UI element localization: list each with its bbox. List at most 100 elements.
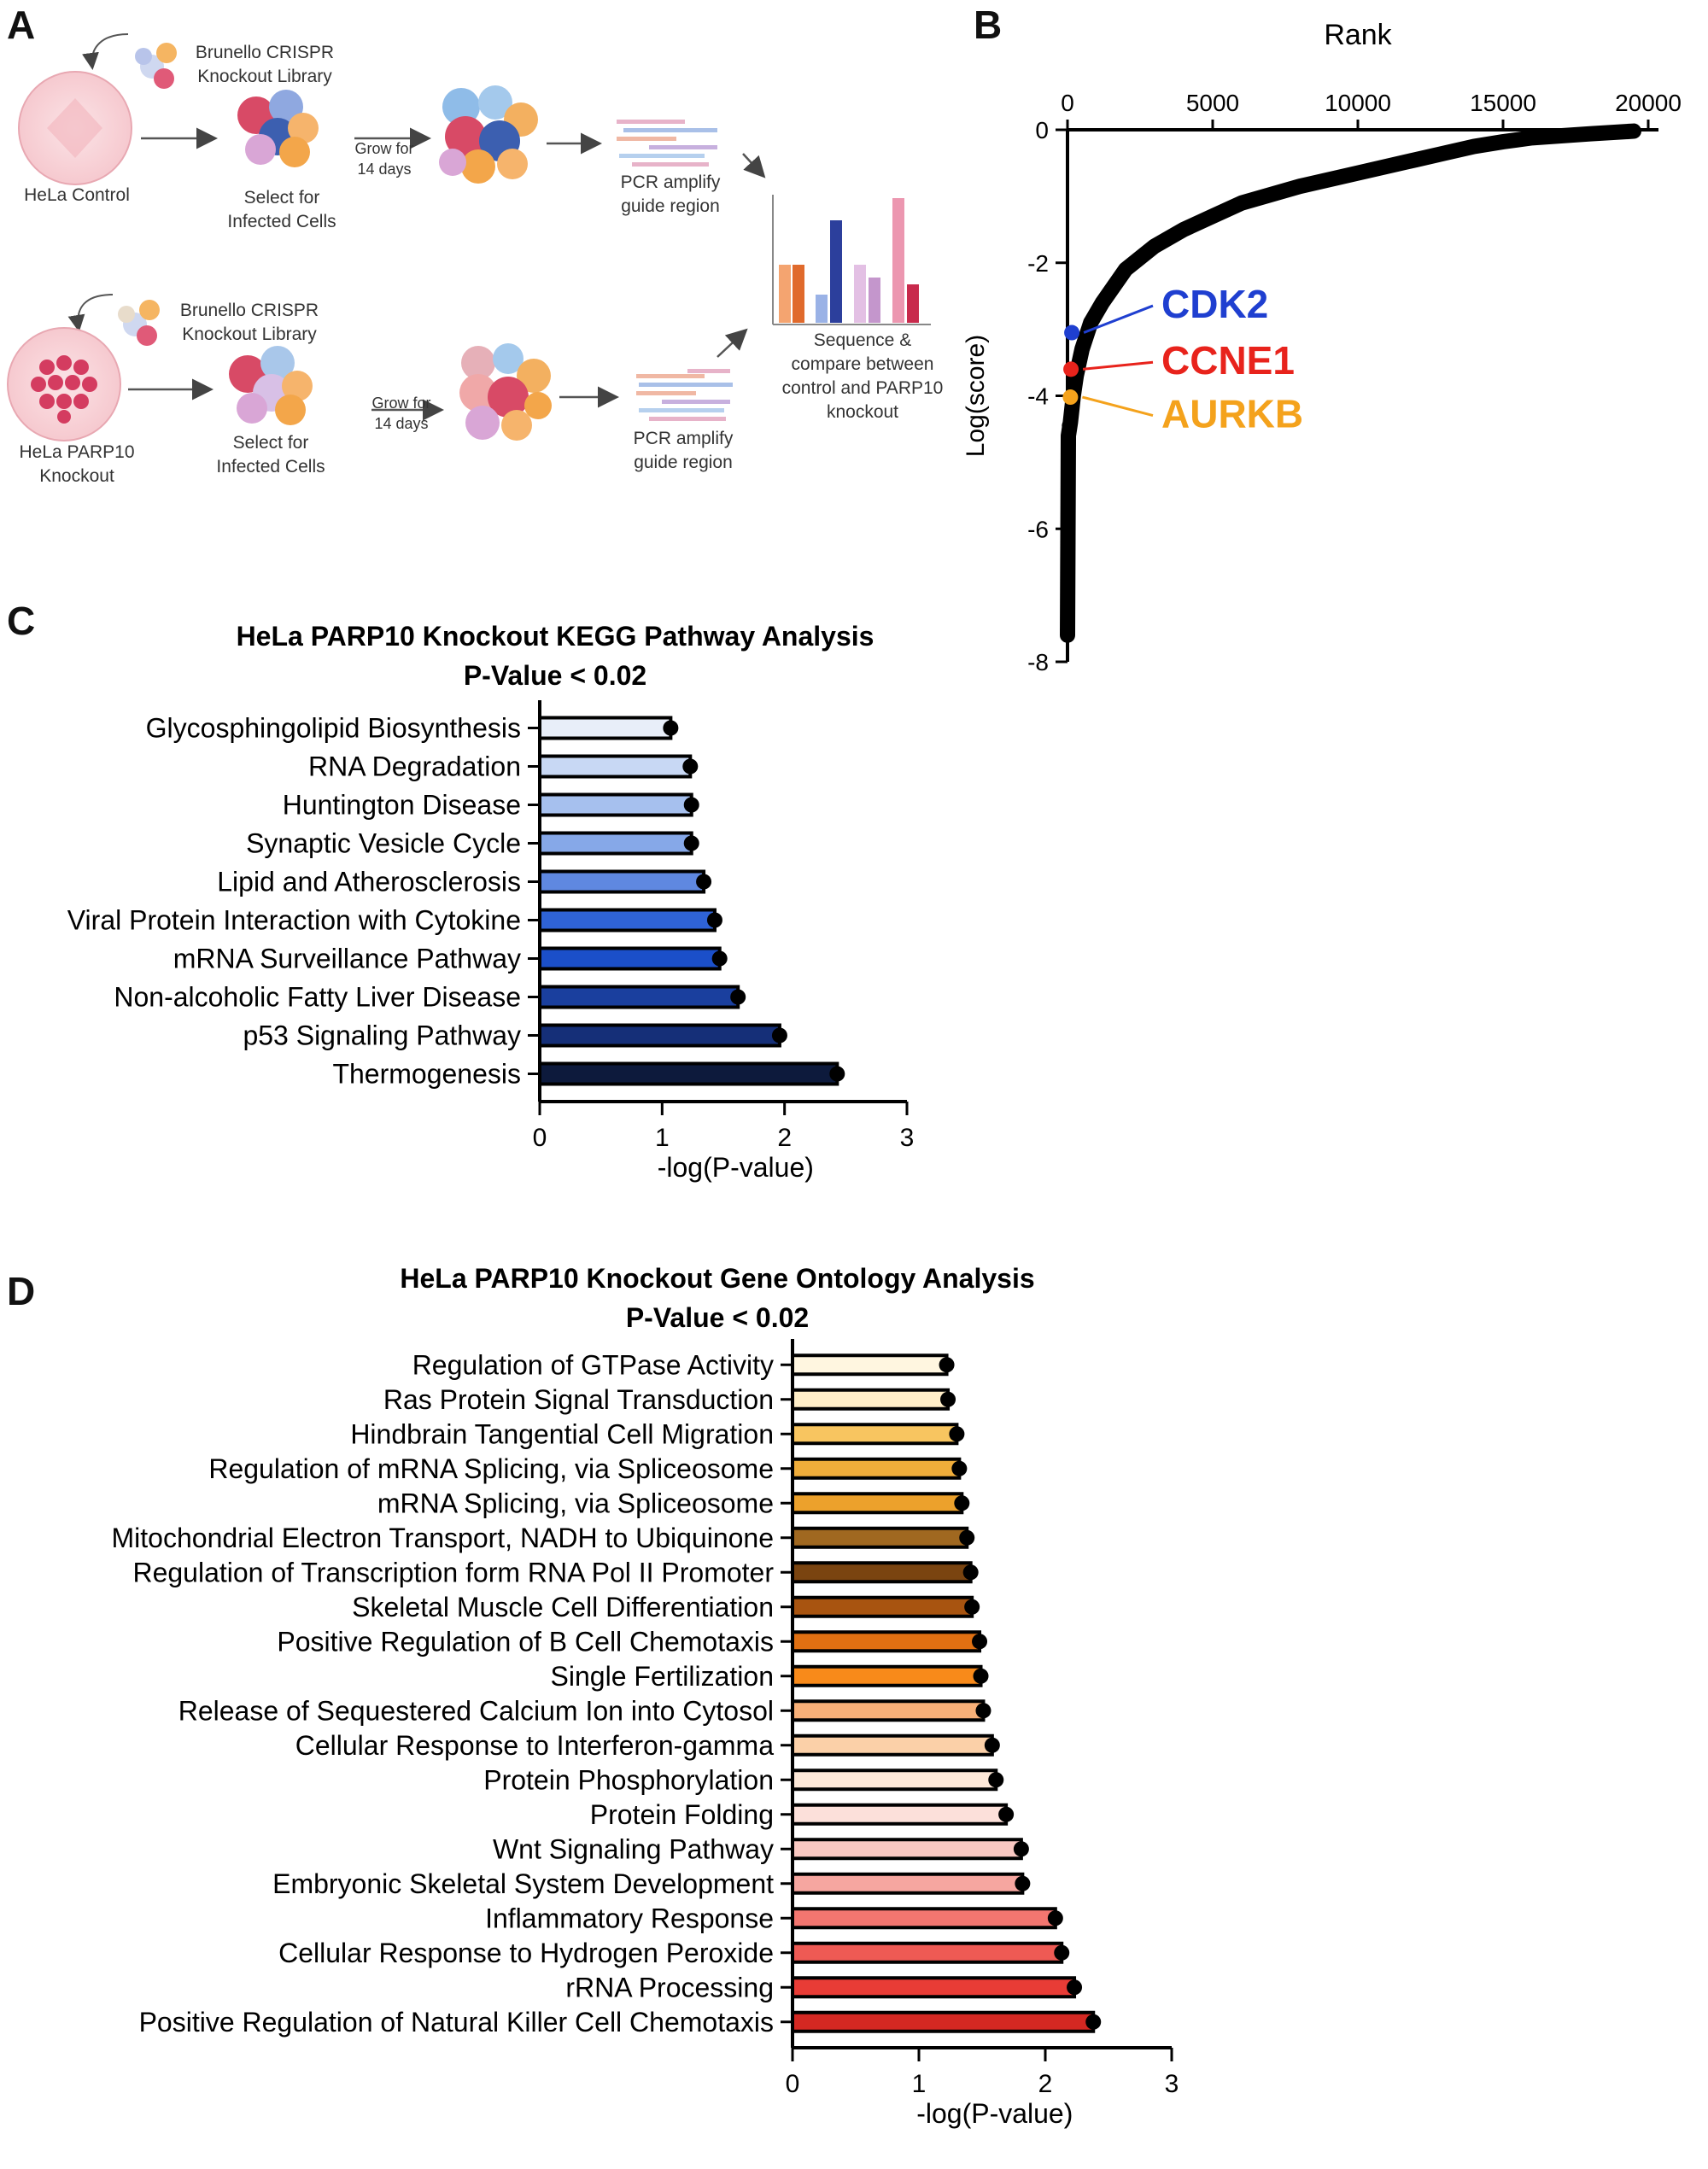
chart-d-bar-point <box>1054 1944 1070 1961</box>
chart-d-bar <box>791 1872 1025 1895</box>
chart-d-category-label: rRNA Processing <box>565 1972 774 2002</box>
chart-d-x-label: -log(P-value) <box>916 2098 1073 2129</box>
chart-c-x-tick-label: 0 <box>533 1124 547 1152</box>
chart-d-bar-point <box>959 1529 975 1546</box>
chart-b-highlight-leader-ccne1 <box>1082 360 1154 371</box>
chart-c-bar <box>538 908 717 932</box>
chart-d-bar <box>791 1803 1009 1826</box>
chart-c-bar <box>538 1061 839 1086</box>
bottom-arrow-4 <box>717 328 748 358</box>
chart-d-bar <box>791 1561 973 1584</box>
bottom-library-icon <box>118 300 160 346</box>
chart-d-bar <box>791 2010 1096 2033</box>
chart-c-bar-point <box>682 758 699 775</box>
bottom-pcr-label: PCR amplify guide region <box>633 429 734 472</box>
chart-c-x-tick-label: 1 <box>655 1124 670 1152</box>
chart-b-y-label: Log(score) <box>962 335 990 457</box>
go-bar-chart: HeLa PARP10 Knockout Gene Ontology Analy… <box>112 1263 1179 2129</box>
chart-d-bar <box>791 1838 1023 1861</box>
chart-d-category-label: Cellular Response to Hydrogen Peroxide <box>278 1938 774 1968</box>
chart-d-category-label: Mitochondrial Electron Transport, NADH t… <box>112 1523 774 1553</box>
chart-c-category-label: Huntington Disease <box>283 790 521 821</box>
chart-b-highlight-point-ccne1 <box>1063 361 1079 377</box>
kegg-bar-chart: HeLa PARP10 Knockout KEGG Pathway Analys… <box>67 621 915 1183</box>
chart-c-bar-point <box>829 1066 845 1082</box>
chart-d-category-label: Positive Regulation of Natural Killer Ce… <box>139 2007 774 2037</box>
chart-c-bar <box>538 946 722 971</box>
bottom-select-label: Select for Infected Cells <box>216 433 325 476</box>
chart-c-bar <box>538 1023 781 1048</box>
chart-d-bar-point <box>1015 1875 1031 1891</box>
chart-d-title-line: P-Value < 0.02 <box>626 1302 809 1333</box>
chart-c-title-line: P-Value < 0.02 <box>464 660 646 691</box>
chart-c-bar <box>538 716 673 740</box>
chart-c-title-line: HeLa PARP10 Knockout KEGG Pathway Analys… <box>237 621 874 652</box>
chart-b-x-tick-label: 15000 <box>1470 90 1536 116</box>
top-dish-label: HeLa Control <box>24 185 130 205</box>
chart-b-gene-point <box>1062 418 1076 433</box>
chart-d-bar <box>791 1941 1064 1964</box>
chart-d-bar-point <box>954 1495 970 1511</box>
chart-c-bar-point <box>683 835 699 851</box>
chart-c-category-label: Viral Protein Interaction with Cytokine <box>67 905 521 936</box>
chart-d-category-label: Protein Phosphorylation <box>483 1764 774 1795</box>
chart-b-x-tick-label: 0 <box>1061 90 1074 116</box>
chart-b-highlight-point-cdk2 <box>1064 324 1080 341</box>
top-select-label: Select for Infected Cells <box>227 188 336 231</box>
chart-d-category-label: Regulation of GTPase Activity <box>412 1349 774 1380</box>
chart-c-bar-point <box>663 720 679 736</box>
chart-c-category-label: Synaptic Vesicle Cycle <box>246 828 521 859</box>
chart-d-category-label: Skeletal Muscle Cell Differentiation <box>352 1592 774 1622</box>
top-grow-label: Grow for 14 days <box>354 140 414 178</box>
chart-c-bar-point <box>730 989 746 1005</box>
chart-b-gene-point <box>1061 628 1074 642</box>
chart-d-bar <box>791 1526 969 1549</box>
chart-d-title-line: HeLa PARP10 Knockout Gene Ontology Analy… <box>400 1263 1034 1294</box>
bottom-dish-icon <box>7 327 121 441</box>
chart-c-category-label: Thermogenesis <box>332 1059 521 1090</box>
chart-d-bar <box>791 1907 1057 1930</box>
chart-b-y-tick-label: -4 <box>1027 383 1049 410</box>
chart-d-bar-point <box>972 1634 988 1650</box>
chart-b-x-tick-label: 5000 <box>1186 90 1239 116</box>
chart-c-category-label: p53 Signaling Pathway <box>243 1020 521 1051</box>
chart-d-bar-point <box>1067 1979 1083 1996</box>
chart-c-bar-point <box>711 950 728 967</box>
chart-c-bar <box>538 869 706 894</box>
chart-c-x-tick-label: 3 <box>900 1124 915 1152</box>
chart-d-category-label: Single Fertilization <box>551 1661 774 1692</box>
chart-d-bar-point <box>975 1703 991 1719</box>
chart-c-bar-point <box>706 912 722 928</box>
crispr-screen-schematic: Brunello CRISPR Knockout Library HeLa Co… <box>0 0 974 512</box>
chart-c-category-label: RNA Degradation <box>308 751 521 782</box>
chart-d-bar-point <box>951 1460 968 1476</box>
chart-d-category-label: mRNA Splicing, via Spliceosome <box>377 1488 774 1518</box>
top-pcr-label: PCR amplify guide region <box>620 172 721 216</box>
chart-c-bar <box>538 831 693 856</box>
top-dish-icon <box>18 71 132 185</box>
chart-d-bar <box>791 1630 982 1653</box>
chart-d-category-label: Wnt Signaling Pathway <box>493 1833 774 1864</box>
chart-d-category-label: Cellular Response to Interferon-gamma <box>295 1730 774 1761</box>
chart-d-bar <box>791 1595 974 1618</box>
chart-b-highlight-point-aurkb <box>1062 389 1079 406</box>
chart-b-y-tick-label: -2 <box>1027 250 1049 277</box>
chart-d-category-label: Hindbrain Tangential Cell Migration <box>350 1418 774 1449</box>
bottom-library-label: Brunello CRISPR Knockout Library <box>179 301 319 344</box>
sequencing-bar-icon <box>772 195 931 325</box>
chart-d-bar <box>791 1492 964 1515</box>
top-curved-arrow <box>82 33 129 70</box>
panel-label-b: B <box>974 3 1003 47</box>
panel-label-d: D <box>7 1269 36 1313</box>
chart-d-bar <box>791 1733 994 1757</box>
chart-c-bar-point <box>683 797 699 813</box>
chart-d-category-label: Release of Sequestered Calcium Ion into … <box>178 1695 774 1726</box>
chart-c-category-label: mRNA Surveillance Pathway <box>173 944 521 974</box>
chart-d-x-tick-label: 0 <box>786 2070 800 2098</box>
chart-d-bar <box>791 1353 949 1377</box>
chart-b-highlight-leader-cdk2 <box>1083 304 1154 334</box>
chart-c-bar-point <box>696 874 712 890</box>
chart-d-bar <box>791 1664 983 1687</box>
panel-label-a: A <box>7 3 36 47</box>
chart-b-title: Rank <box>1324 19 1392 51</box>
